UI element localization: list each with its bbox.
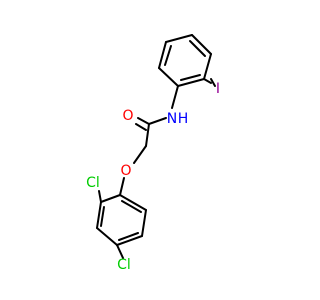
bond bbox=[116, 235, 143, 246]
bond bbox=[165, 34, 193, 43]
amide-hydrogen-label: H bbox=[178, 111, 189, 127]
bond bbox=[100, 194, 121, 203]
bond bbox=[141, 209, 147, 237]
amide-n-c-bond bbox=[148, 117, 167, 125]
carbon-iodine-bond bbox=[210, 78, 216, 87]
bond bbox=[96, 201, 102, 229]
aromatic-inner-bond bbox=[121, 200, 142, 213]
bond bbox=[203, 53, 212, 80]
amide-nitrogen-label: N bbox=[167, 111, 177, 127]
carbonyl-double-bond bbox=[135, 123, 147, 131]
carbon-chlorine-bond bbox=[116, 244, 124, 259]
bond bbox=[191, 34, 212, 55]
aromatic-inner-bond bbox=[164, 45, 172, 66]
aromatic-inner-bond bbox=[189, 40, 206, 57]
bond bbox=[96, 227, 118, 246]
aromatic-inner-bond bbox=[180, 74, 201, 81]
molecule-structure-diagram: O N H O I Cl Cl bbox=[86, 34, 220, 273]
iodophenyl-ring bbox=[158, 34, 212, 87]
aromatic-inner-bond bbox=[100, 206, 105, 227]
chlorine-para-label: Cl bbox=[117, 257, 131, 273]
nitrogen-ring-bond bbox=[171, 85, 179, 109]
bond bbox=[158, 67, 179, 87]
bond bbox=[177, 78, 205, 87]
carbonyl-double-bond bbox=[137, 117, 150, 125]
methylene-oxygen-bond bbox=[133, 145, 147, 164]
aromatic-inner-bond bbox=[118, 232, 139, 241]
carbonyl-methylene-bond bbox=[145, 123, 150, 147]
carbon-iodine-bond bbox=[203, 78, 212, 84]
bond bbox=[158, 41, 167, 69]
carbon-chlorine-bond bbox=[98, 190, 102, 203]
ether-oxygen-label: O bbox=[120, 163, 131, 179]
dichlorophenyl-ring bbox=[96, 194, 147, 246]
iodine-label: I bbox=[216, 81, 220, 97]
bond bbox=[119, 194, 147, 211]
oxygen-ring-bond bbox=[119, 177, 125, 196]
carbonyl-oxygen-label: O bbox=[122, 108, 133, 124]
chlorine-ortho-label: Cl bbox=[86, 175, 100, 191]
